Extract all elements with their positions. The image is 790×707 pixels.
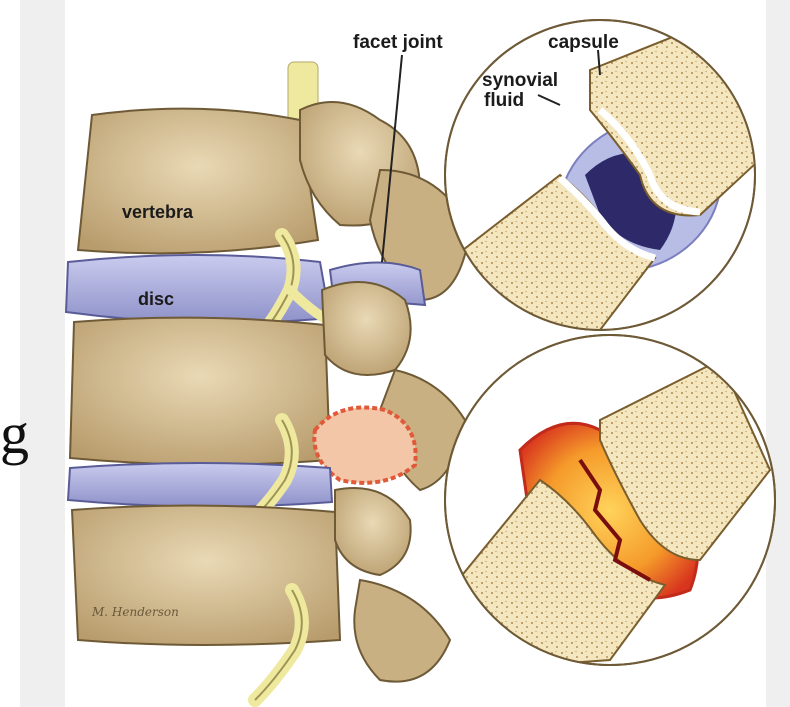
label-capsule: capsule <box>548 32 619 53</box>
label-facet-joint: facet joint <box>353 32 443 53</box>
vertebra-3 <box>72 488 450 682</box>
arthritic-joint-inset <box>445 335 775 670</box>
artist-signature: M. Henderson <box>92 605 179 619</box>
healthy-joint-inset <box>445 10 770 340</box>
label-disc: disc <box>138 289 174 309</box>
label-synovial: synovial <box>482 70 558 91</box>
label-vertebra: vertebra <box>122 202 194 222</box>
label-fluid: fluid <box>484 90 524 111</box>
